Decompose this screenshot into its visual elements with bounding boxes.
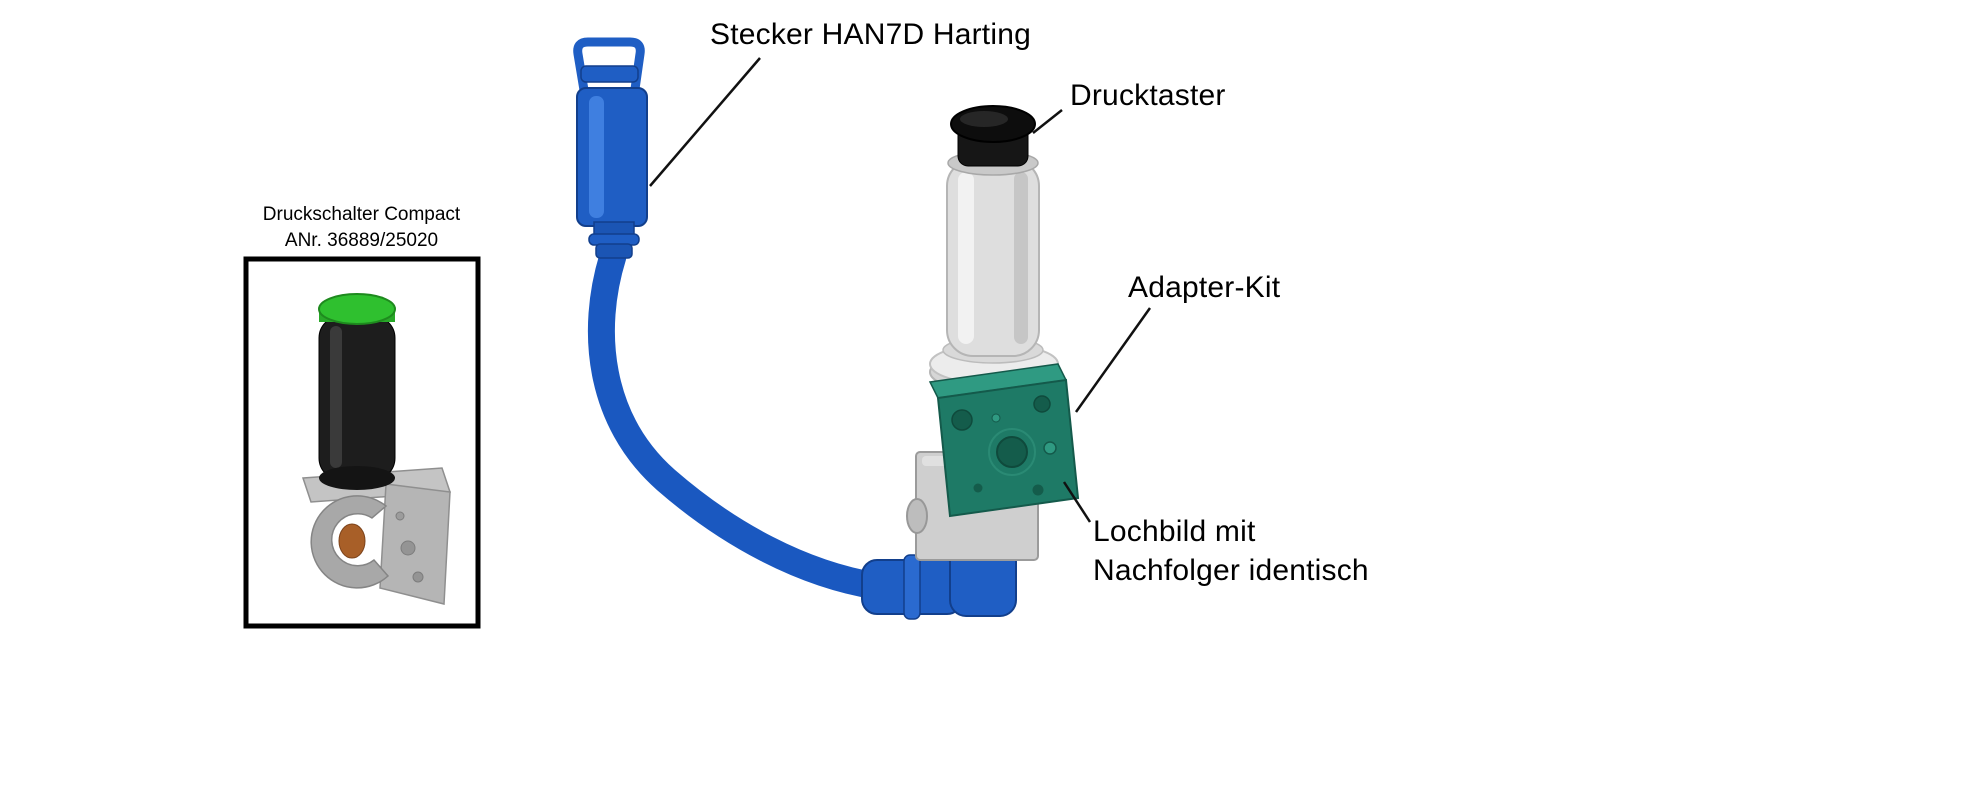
leader-lines <box>649 57 1152 523</box>
label-pushbutton: Drucktaster <box>1070 79 1226 112</box>
leader-line-hole-pattern <box>1062 481 1092 523</box>
leader-line-connector <box>649 57 761 187</box>
inset-pin <box>338 523 366 559</box>
inset-device-illustration <box>301 293 452 605</box>
inset-caption: Druckschalter Compact ANr. 36889/25020 <box>245 202 478 254</box>
adapter-kit-illustration <box>928 363 1080 518</box>
inset-clamp <box>310 495 390 589</box>
han7d-connector-illustration <box>573 37 648 259</box>
label-hole-pattern-line1: Lochbild mit <box>1093 515 1256 548</box>
drucktaster-illustration <box>929 105 1059 393</box>
cable-illustration <box>587 242 890 600</box>
inset-green-cap <box>318 293 396 325</box>
inset-box <box>243 256 481 629</box>
label-hole-pattern-line2: Nachfolger identisch <box>1093 554 1369 587</box>
inset-caption-line2: ANr. 36889/25020 <box>284 230 439 251</box>
leader-line-pushbutton <box>1032 109 1063 134</box>
label-connector: Stecker HAN7D Harting <box>710 18 1031 51</box>
label-adapter-kit: Adapter-Kit <box>1128 271 1281 304</box>
leader-line-adapter <box>1074 307 1152 413</box>
inset-caption-line1: Druckschalter Compact <box>262 204 461 225</box>
